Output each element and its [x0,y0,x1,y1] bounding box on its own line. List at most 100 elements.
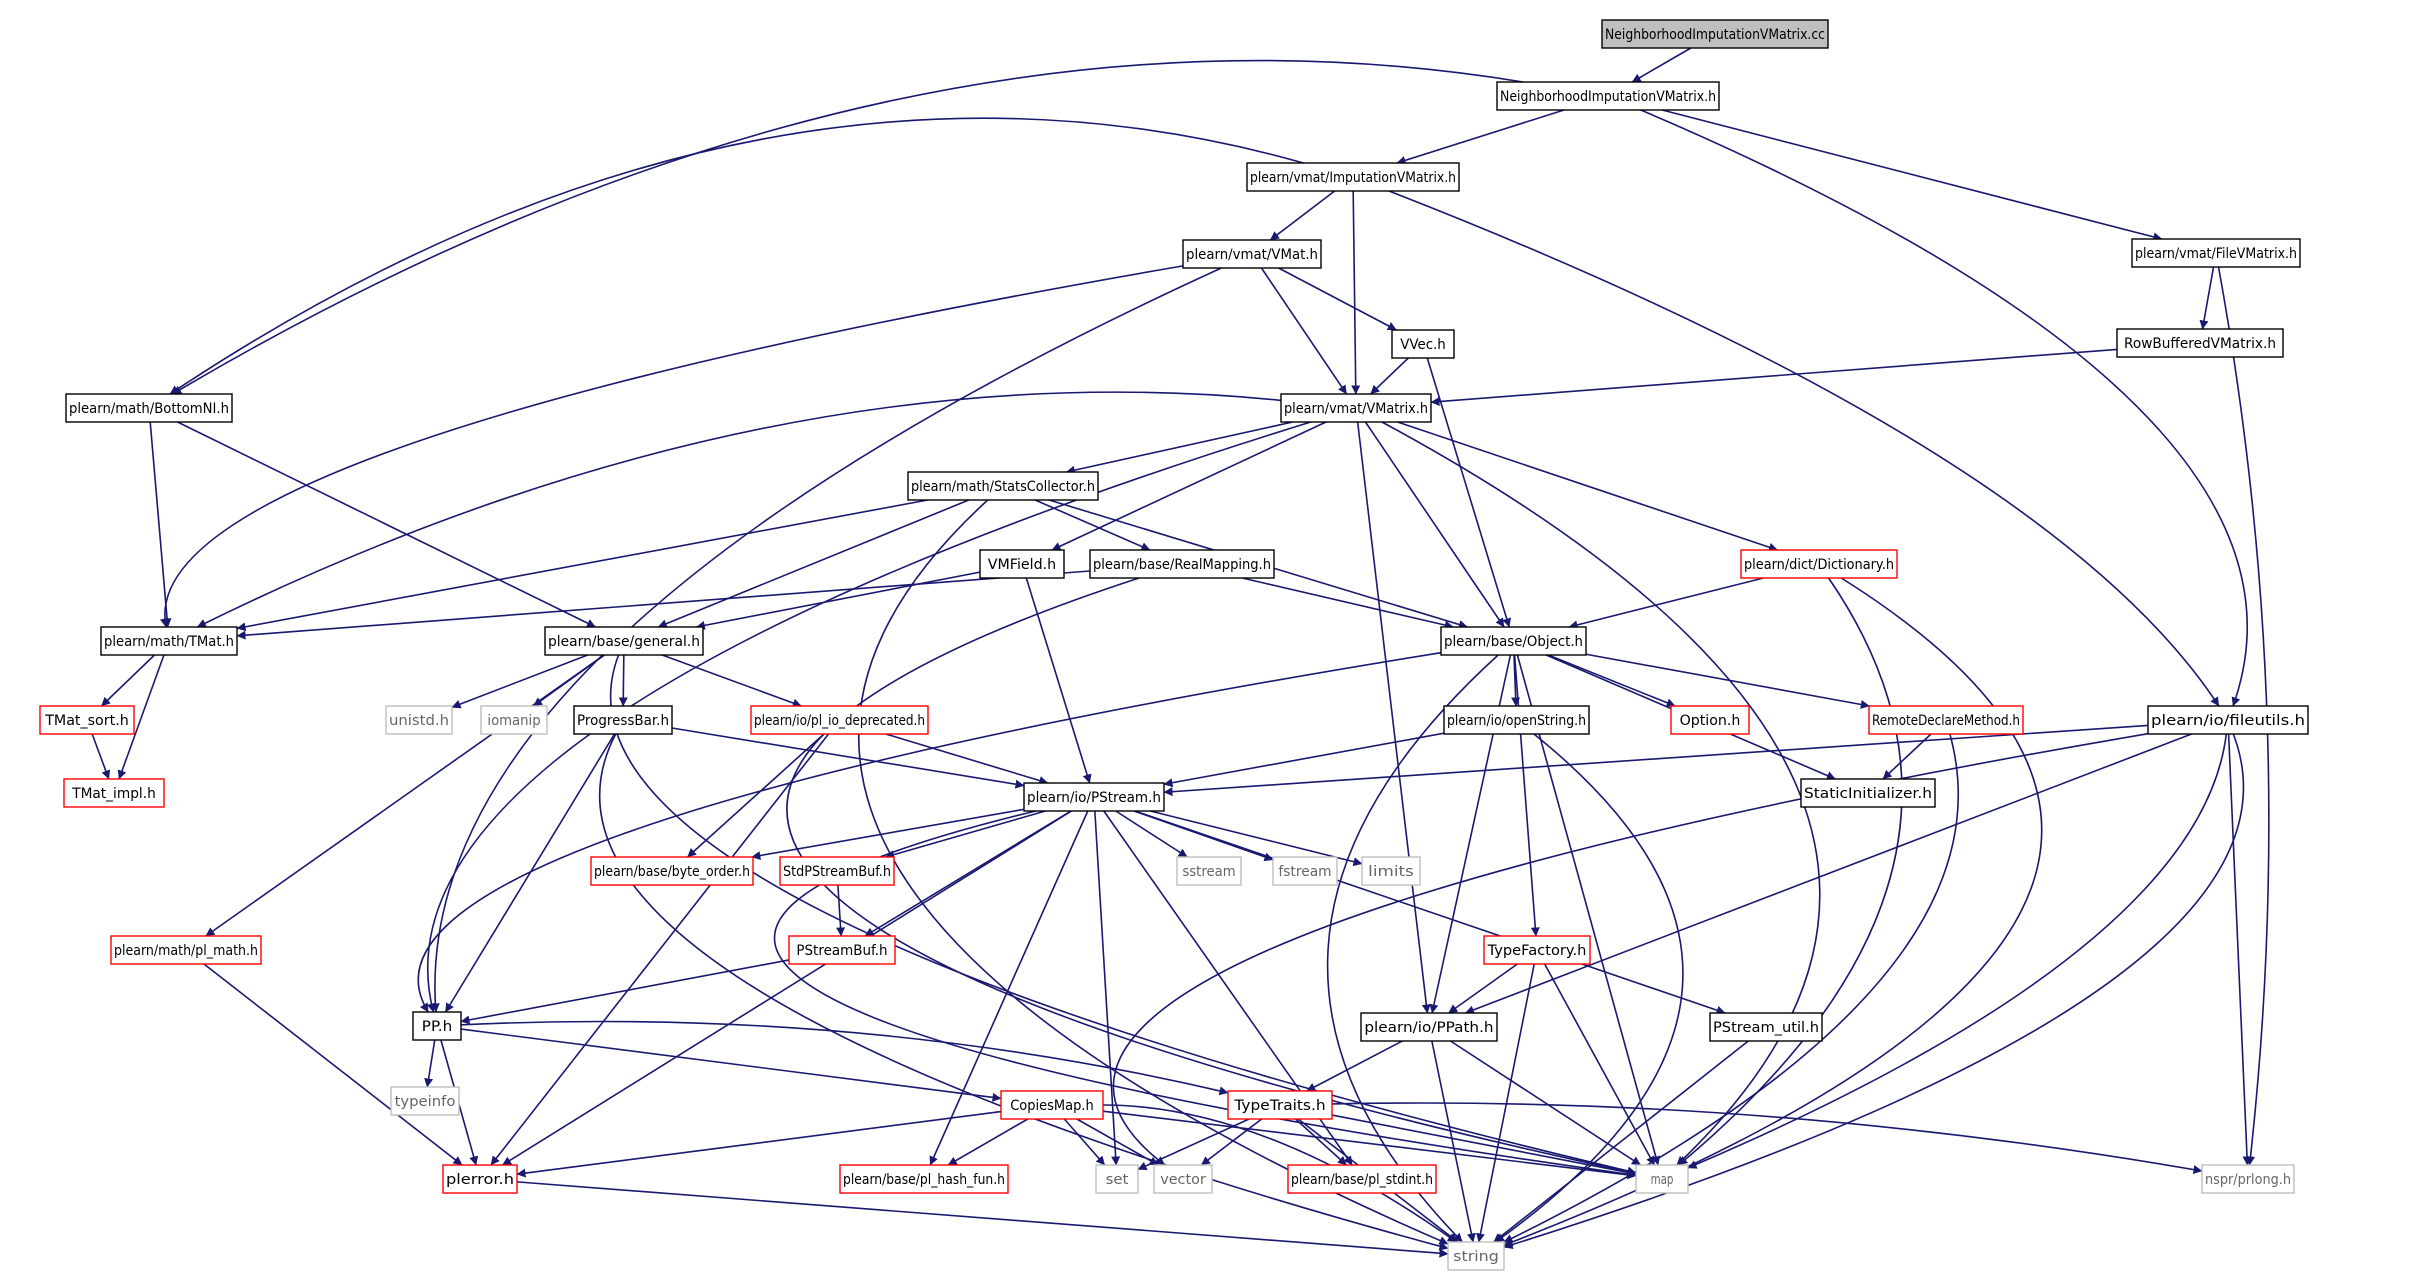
edge-object_h-to-openstring_h [1511,654,1521,707]
node-psutil-h[interactable]: PStream_util.h [1709,1012,1823,1042]
edge-ivm_h-to-vmatrix_h [1351,190,1361,395]
node-box [1246,162,1460,192]
node-tmatsort-h[interactable]: TMat_sort.h [39,705,135,735]
edge-vmat_h-to-vvec_h [1278,267,1397,331]
node-tmat-h[interactable]: plearn/math/TMat.h [100,626,238,656]
edge-vmatrix_h-to-dict_h [1397,421,1778,552]
edge-fileutils_h-to-pstream_h [1163,724,2149,797]
edge-nivm_h-to-bottomnl_h [172,59,1524,395]
edge-nivm_h-to-ivm_h [1396,109,1565,165]
node-label: plearn/vmat/FileVMatrix.h [2135,246,2297,262]
node-pp-h[interactable]: PP.h [412,1011,462,1041]
edge-vmfield_h-to-general_h [695,571,981,630]
edge-typefactory_h-to-ppath_h [1448,963,1518,1014]
node-label: fstream [1278,864,1331,880]
node-box [1182,239,1322,269]
node-label: NeighborhoodImputationVMatrix.cc [1605,27,1825,43]
node-fvm-h[interactable]: plearn/vmat/FileVMatrix.h [2131,238,2301,268]
node-option-h[interactable]: Option.h [1670,705,1750,735]
node-vmat-h[interactable]: plearn/vmat/VMat.h [1182,239,1322,269]
edge-bottomnl_h-to-tmat_h [149,421,172,628]
node-box [1272,856,1338,886]
node-stats-h[interactable]: plearn/math/StatsCollector.h [907,471,1099,501]
node-progress-h[interactable]: ProgressBar.h [573,705,673,735]
node-byteorder-h[interactable]: plearn/base/byte_order.h [590,856,754,886]
node-label: plearn/base/general.h [548,634,700,650]
node-vvec-h[interactable]: VVec.h [1391,329,1455,359]
node-label: plearn/base/Object.h [1444,634,1583,650]
edge-nivm_h-to-fvm_h [1662,109,2163,242]
node-nivm-h[interactable]: NeighborhoodImputationVMatrix.h [1496,81,1720,111]
node-fileutils-h[interactable]: plearn/io/fileutils.h [2147,705,2309,735]
node-box [1601,19,1829,49]
edge-vvec_h-to-object_h [1426,357,1512,628]
edge-dict_h-to-object_h [1568,577,1764,630]
file-nodes: NeighborhoodImputationVMatrix.ccNeighbor… [39,19,2309,1271]
node-general-h[interactable]: plearn/base/general.h [544,626,704,656]
node-plstdint-h[interactable]: plearn/base/pl_stdint.h [1287,1164,1437,1194]
node-label: StdPStreamBuf.h [783,864,891,880]
edge-typetraits_h-to-set [1137,1118,1250,1171]
node-box [2147,705,2309,735]
edge-nivm_h-to-fileutils_h [1640,109,2248,707]
node-pliodep-h[interactable]: plearn/io/pl_io_deprecated.h [750,705,929,735]
edge-fileutils_h-to-string [1503,733,2245,1249]
node-copiesmap-h[interactable]: CopiesMap.h [1000,1090,1104,1120]
edge-copiesmap_h-to-vector [1076,1118,1159,1166]
node-vmatrix-h[interactable]: plearn/vmat/VMatrix.h [1280,393,1432,423]
node-label: plearn/base/byte_order.h [594,864,750,880]
node-box [63,778,165,808]
edge-copiesmap_h-to-string [1102,1104,1457,1243]
node-plerror-h[interactable]: plerror.h [442,1164,518,1194]
node-box [412,1011,462,1041]
node-label: plearn/vmat/ImputationVMatrix.h [1250,170,1456,186]
node-staticinit-h[interactable]: StaticInitializer.h [1800,778,1936,808]
node-label: iomanip [487,713,540,729]
edge-dict_h-to-map [1678,577,1903,1166]
node-openstring-h[interactable]: plearn/io/openString.h [1443,705,1590,735]
node-set: set [1095,1164,1139,1194]
node-box [39,705,135,735]
node-root[interactable]: NeighborhoodImputationVMatrix.cc [1601,19,1829,49]
node-label: StaticInitializer.h [1804,786,1932,802]
edge-vmatrix_h-to-object_h [1364,421,1505,628]
node-dict-h[interactable]: plearn/dict/Dictionary.h [1740,549,1898,579]
node-label: vector [1160,1172,1206,1188]
node-rdm-h[interactable]: RemoteDeclareMethod.h [1868,705,2024,735]
node-realmap-h[interactable]: plearn/base/RealMapping.h [1089,549,1275,579]
edge-ivm_h-to-fileutils_h [1388,190,2220,707]
node-label: plearn/base/pl_hash_fun.h [843,1172,1005,1188]
node-label: plearn/math/BottomNI.h [69,401,229,417]
edge-object_h-to-typefactory_h [1513,654,1540,937]
edge-copiesmap_h-to-plerror_h [516,1110,1002,1178]
node-label: TMat_impl.h [71,786,156,802]
node-ppath-h[interactable]: plearn/io/PPath.h [1360,1012,1498,1042]
edge-object_h-to-string [1326,654,1499,1243]
node-vmfield-h[interactable]: VMField.h [979,549,1065,579]
node-label: TypeTraits.h [1233,1098,1325,1114]
node-rbvm-h[interactable]: RowBufferedVMatrix.h [2116,328,2284,358]
edge-psb_h-to-pp_h [460,959,790,1025]
edge-pliodep_h-to-plerror_h [490,733,830,1166]
node-typefactory-h[interactable]: TypeFactory.h [1483,935,1591,965]
node-bottomnl-h[interactable]: plearn/math/BottomNI.h [65,393,233,423]
edge-fileutils_h-to-map [1687,733,2228,1169]
node-pstream-h[interactable]: plearn/io/PStream.h [1023,782,1165,812]
edge-typetraits_h-to-vector [1200,1118,1263,1166]
node-ivm-h[interactable]: plearn/vmat/ImputationVMatrix.h [1246,162,1460,192]
node-psb-h[interactable]: PStreamBuf.h [788,935,896,965]
edge-general_h-to-plmath_h [205,654,605,937]
node-box [839,1164,1009,1194]
node-stdpsb-h[interactable]: StdPStreamBuf.h [779,856,895,886]
node-object-h[interactable]: plearn/base/Object.h [1440,626,1587,656]
node-plhash-h[interactable]: plearn/base/pl_hash_fun.h [839,1164,1009,1194]
node-label: plearn/io/PPath.h [1364,1020,1493,1036]
node-plmath-h[interactable]: plearn/math/pl_math.h [110,935,262,965]
node-tmatimpl-h[interactable]: TMat_impl.h [63,778,165,808]
edge-general_h-to-progress_h [618,654,628,707]
node-box [979,549,1065,579]
edge-stats_h-to-realmap_h [1034,499,1151,551]
node-typetraits-h[interactable]: TypeTraits.h [1227,1090,1333,1120]
edge-fileutils_h-to-prlong_h [2227,733,2252,1166]
node-fstream: fstream [1272,856,1338,886]
